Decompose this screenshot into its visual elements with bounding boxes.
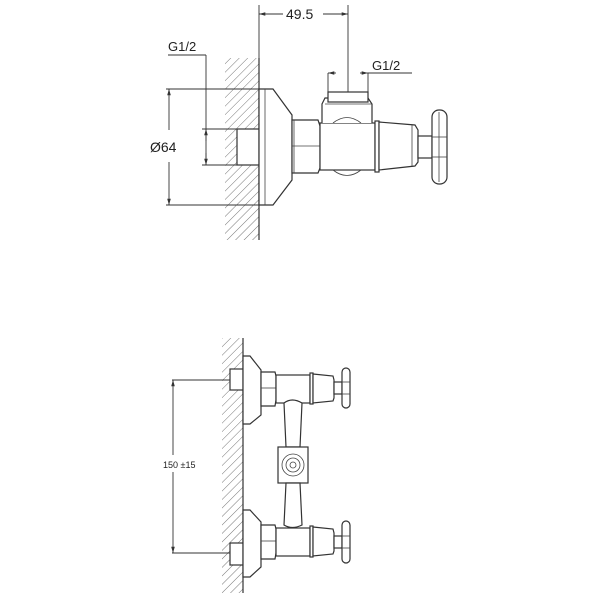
dim-g12-outlet: G1/2 — [372, 58, 400, 73]
outlet-thread — [327, 91, 369, 103]
dim-49-5: 49.5 — [286, 6, 313, 22]
valve-body — [319, 122, 376, 171]
escutcheon-flange — [258, 88, 293, 206]
handle-wheel — [431, 109, 448, 185]
upper-valve — [229, 355, 351, 425]
dim-150-15: 150 ±15 — [163, 460, 195, 470]
bottom-view: 150 ±15 — [163, 338, 351, 593]
top-view: 49.5 G1/2 G1/2 Ø64 — [150, 5, 448, 240]
wall-fitting — [236, 128, 260, 166]
center-fitting — [277, 446, 309, 484]
valve-bonnet — [378, 121, 419, 171]
dim-g12-wall: G1/2 — [168, 39, 196, 54]
lower-valve — [229, 509, 351, 578]
dim-diameter-64: Ø64 — [150, 139, 177, 155]
wall-section-lower — [222, 338, 243, 593]
connector-pipe-upper — [283, 399, 303, 448]
hex-nut — [291, 119, 321, 174]
connector-pipe-lower — [283, 482, 303, 529]
